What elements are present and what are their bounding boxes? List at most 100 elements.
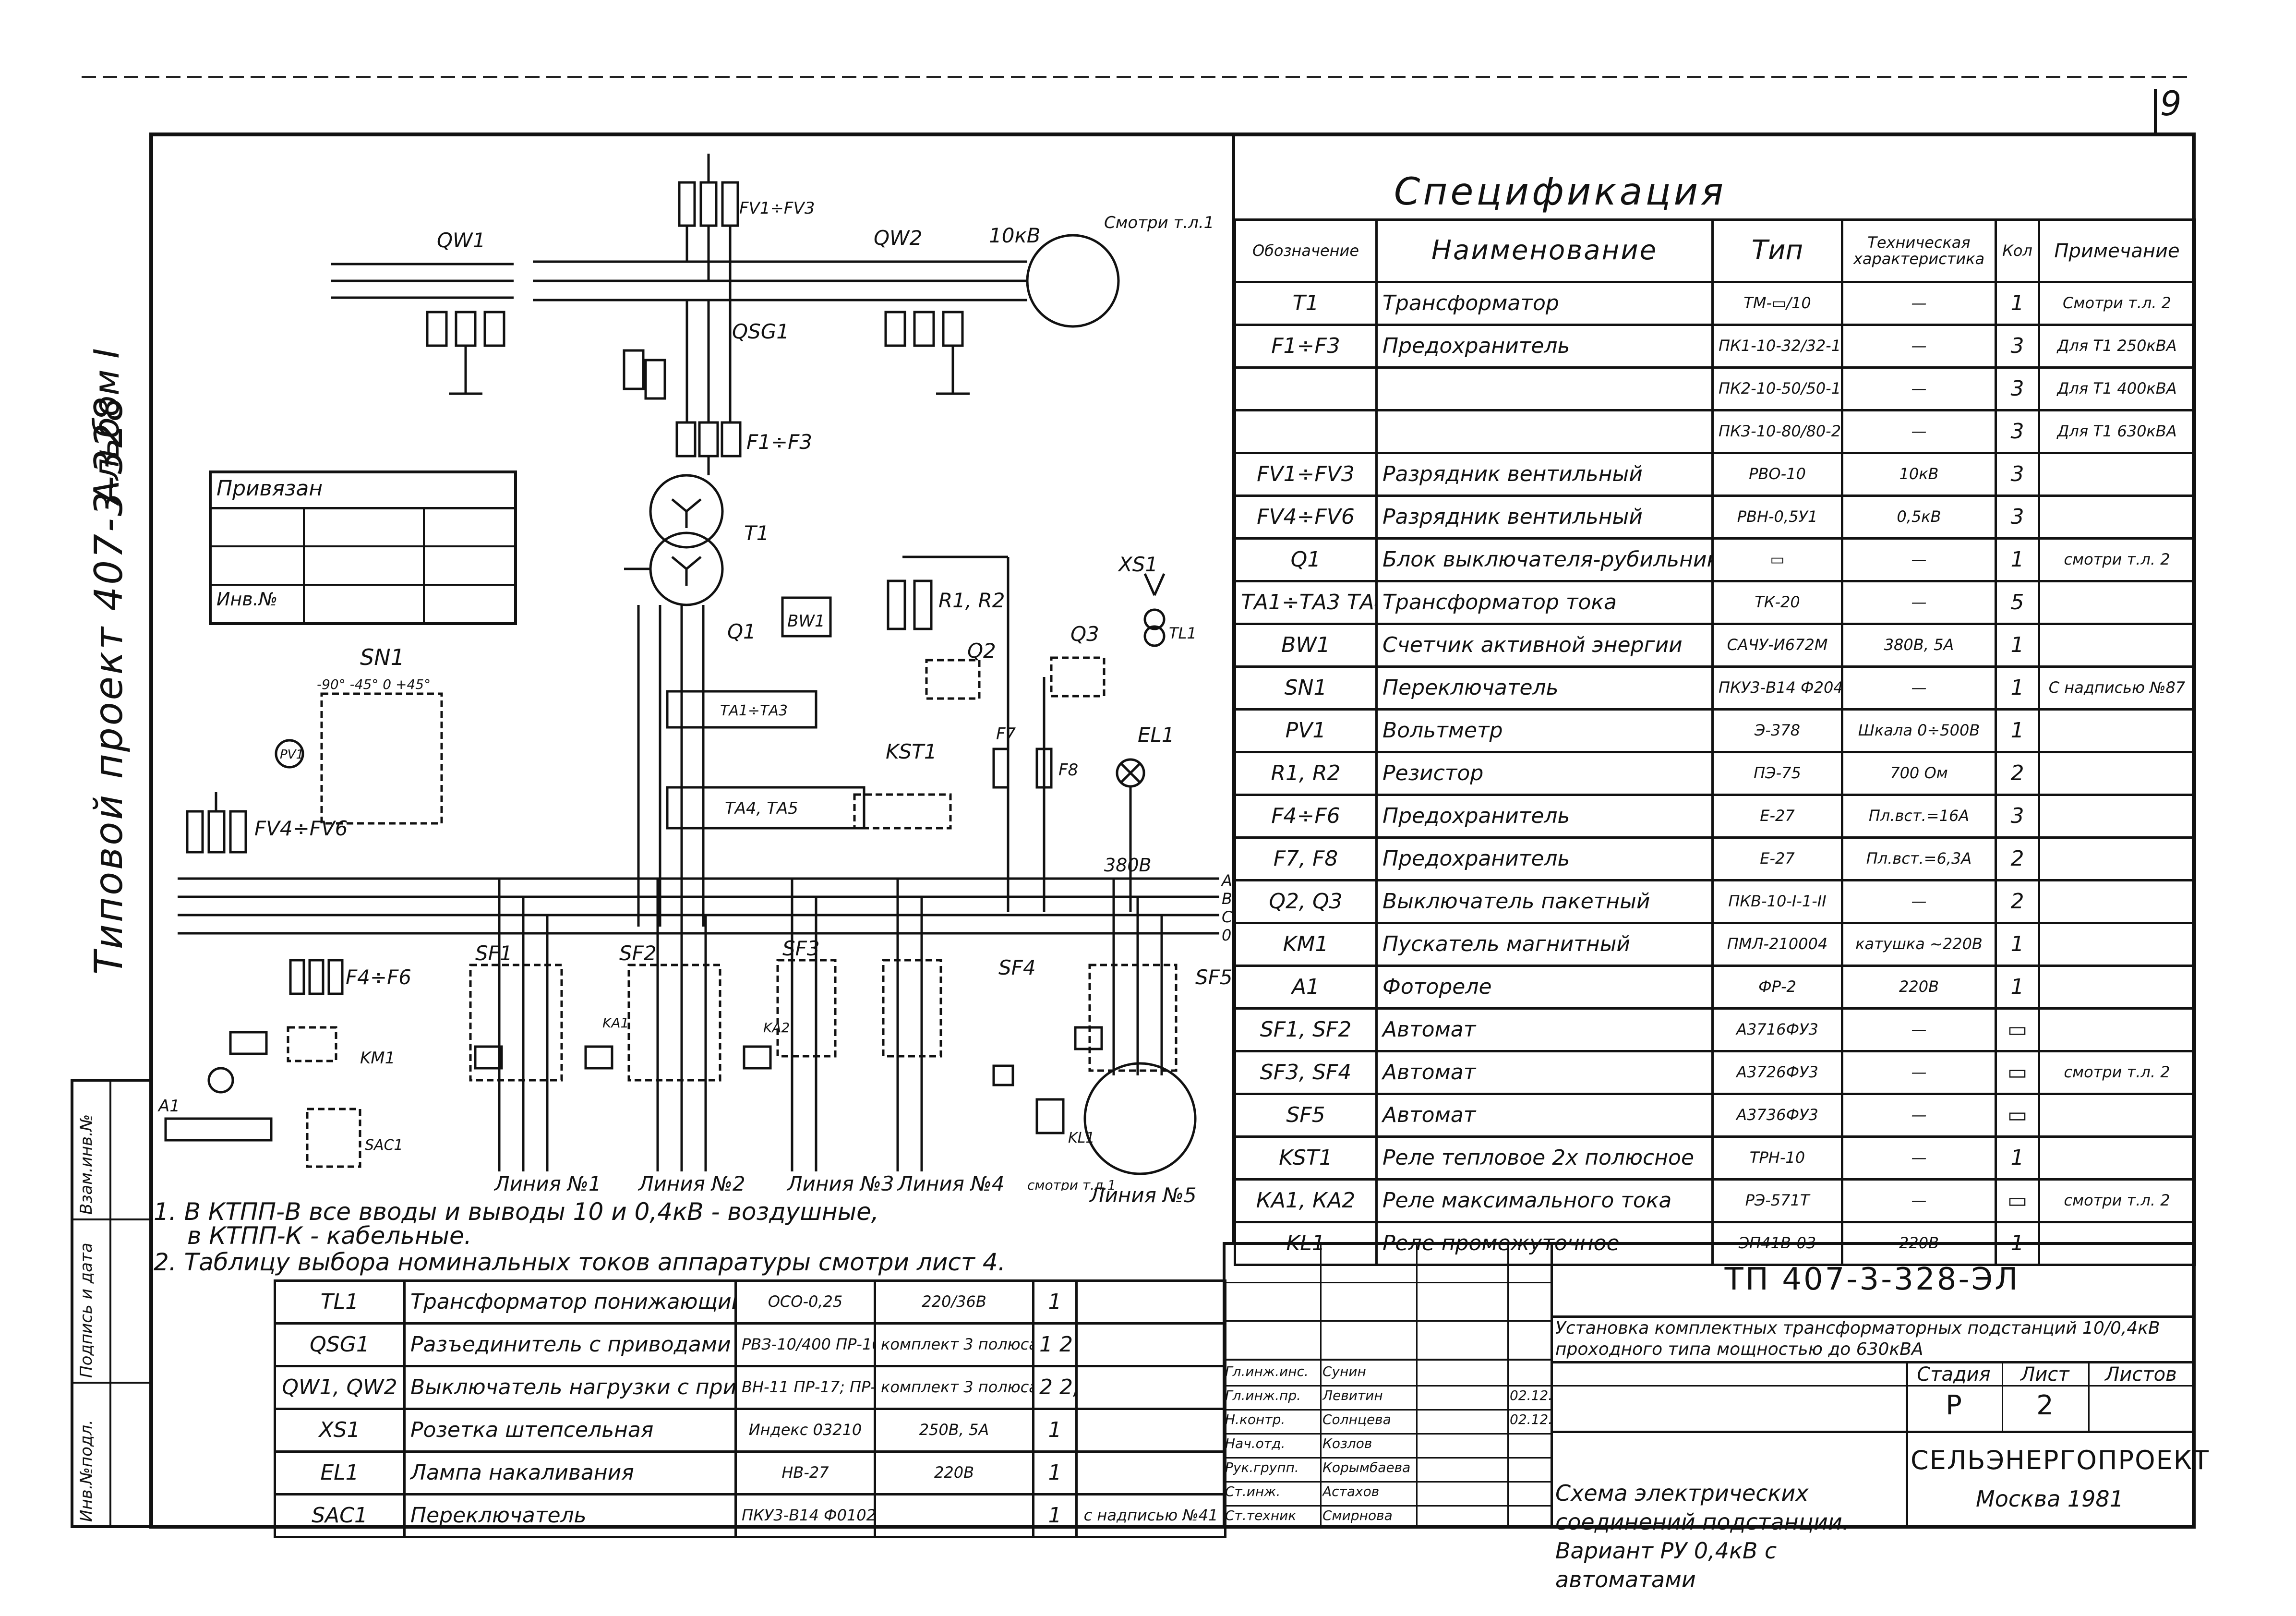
- bottom-spec-cell-name: Розетка штепсельная: [403, 1408, 737, 1453]
- spec-cell-des: R1, R2: [1234, 751, 1378, 796]
- spec-cell-des: KM1: [1234, 922, 1378, 967]
- label-ka1: KA1: [602, 1015, 629, 1031]
- spec-header-note: Примечание: [2038, 218, 2196, 283]
- staff-name: Корымбаева: [1322, 1459, 1411, 1475]
- spec-cell-qty: ▭: [1995, 1050, 2040, 1095]
- spec-cell-note: [2038, 452, 2196, 497]
- label-see-tl1-b: смотри т.л.1: [1027, 1177, 1116, 1191]
- spec-title: Спецификация: [1394, 170, 1727, 214]
- sheets-header: Листов: [2105, 1363, 2177, 1386]
- staff-role: Ст.техник: [1225, 1507, 1297, 1523]
- spec-cell-note: Смотри т.л. 2: [2038, 281, 2196, 326]
- spec-cell-name: Трансформатор: [1375, 281, 1714, 326]
- label-t1: T1: [744, 521, 769, 545]
- drawing-title: Схема электрических соединений подстанци…: [1555, 1480, 1850, 1592]
- bottom-spec-cell-type: РВЗ-10/400 ПР-10: [734, 1322, 876, 1367]
- spec-cell-type: Е-27: [1711, 836, 1843, 881]
- spec-cell-des: SF5: [1234, 1093, 1378, 1138]
- spec-cell-des: BW1: [1234, 623, 1378, 668]
- spec-cell-qty: 1: [1995, 708, 2040, 753]
- label-r12: R1, R2: [938, 589, 1005, 612]
- spec-cell-qty: 1: [1995, 665, 2040, 711]
- bottom-spec-cell-note: [1075, 1408, 1226, 1453]
- label-phase-a: A: [1221, 871, 1232, 890]
- bottom-spec-cell-qty: 1: [1032, 1408, 1078, 1453]
- spec-cell-qty: ▭: [1995, 1093, 2040, 1138]
- label-ta13: ТА1÷ТА3: [720, 702, 788, 719]
- spec-cell-name: Предохранитель: [1375, 324, 1714, 369]
- staff-name: Сунин: [1322, 1363, 1366, 1379]
- spec-cell-type: САЧУ-И672М: [1711, 623, 1843, 668]
- spec-cell-name: Блок выключателя-рубильника: [1375, 537, 1714, 582]
- bottom-spec-cell-char: 220В: [874, 1450, 1034, 1495]
- staff-role: Рук.групп.: [1225, 1459, 1299, 1475]
- label-f7: F7: [996, 724, 1016, 744]
- spec-cell-type: РВО-10: [1711, 452, 1843, 497]
- spec-cell-note: [2038, 1093, 2196, 1138]
- spec-cell-name: Реле промежуточное: [1375, 1221, 1714, 1266]
- spec-cell-des: КА1, КА2: [1234, 1178, 1378, 1223]
- label-sn1: SN1: [360, 644, 405, 670]
- spec-cell-char: —: [1841, 537, 1997, 582]
- spec-cell-name: [1375, 366, 1714, 411]
- spec-cell-note: [2038, 494, 2196, 540]
- label-el1: EL1: [1138, 723, 1175, 747]
- spec-cell-type: А3716ФУ3: [1711, 1007, 1843, 1052]
- spec-cell-qty: 1: [1995, 965, 2040, 1010]
- spec-header-des: Обозначение: [1234, 218, 1378, 283]
- spec-cell-type: ПМЛ-210004: [1711, 922, 1843, 967]
- bottom-spec-cell-name: Трансформатор понижающий: [403, 1279, 737, 1325]
- label-km1: KM1: [360, 1049, 395, 1068]
- spec-cell-char: 220В: [1841, 965, 1997, 1010]
- spec-cell-char: Пл.вст.=6,3А: [1841, 836, 1997, 881]
- label-phase-b: B: [1222, 890, 1232, 908]
- spec-cell-note: [2038, 1221, 2196, 1266]
- spec-cell-name: Счетчик активной энергии: [1375, 623, 1714, 668]
- sheet-header: Лист: [2020, 1363, 2069, 1386]
- bottom-spec-cell-des: TL1: [274, 1279, 406, 1325]
- label-pv1: PV1: [280, 748, 304, 762]
- spec-cell-char: Пл.вст.=16А: [1841, 794, 1997, 839]
- spec-cell-name: Пускатель магнитный: [1375, 922, 1714, 967]
- spec-cell-type: ПКВ-10-I-1-II: [1711, 879, 1843, 924]
- staff-name: Смирнова: [1322, 1507, 1393, 1523]
- spec-cell-note: С надписью №87: [2038, 665, 2196, 711]
- label-ka2: KA2: [763, 1020, 790, 1036]
- bottom-spec-cell-char: комплект 3 полюса: [874, 1322, 1034, 1367]
- spec-cell-char: —: [1841, 366, 1997, 411]
- sheet-value: 2: [2036, 1390, 2054, 1421]
- spec-cell-des: SF3, SF4: [1234, 1050, 1378, 1095]
- bottom-spec-cell-note: [1075, 1322, 1226, 1367]
- spec-cell-type: ФР-2: [1711, 965, 1843, 1010]
- spec-cell-qty: ▭: [1995, 1178, 2040, 1223]
- bottom-spec-cell-note: с надписью №41: [1075, 1493, 1226, 1538]
- label-line5: Линия №5: [1090, 1183, 1197, 1207]
- label-ta45: ТА4, ТА5: [725, 799, 798, 818]
- bottom-spec-cell-des: SAC1: [274, 1493, 406, 1538]
- label-fv13: FV1÷FV3: [739, 199, 815, 218]
- bottom-spec-cell-char: [874, 1493, 1034, 1538]
- label-tl1: TL1: [1169, 624, 1197, 642]
- bottom-spec-cell-name: Выключатель нагрузки с приводами: [403, 1365, 737, 1410]
- spec-cell-des: F4÷F6: [1234, 794, 1378, 839]
- label-f8: F8: [1058, 760, 1078, 780]
- spec-cell-type: ПК2-10-50/50-12,5У3: [1711, 366, 1843, 411]
- label-qw1: QW1: [437, 229, 485, 252]
- label-qsg1: QSG1: [732, 320, 789, 343]
- staff-role: Н.контр.: [1225, 1411, 1286, 1427]
- spec-cell-name: Автомат: [1375, 1007, 1714, 1052]
- spec-cell-name: Разрядник вентильный: [1375, 494, 1714, 540]
- spec-header-name: Наименование: [1375, 218, 1714, 283]
- staff-role: Гл.инж.пр.: [1225, 1387, 1301, 1403]
